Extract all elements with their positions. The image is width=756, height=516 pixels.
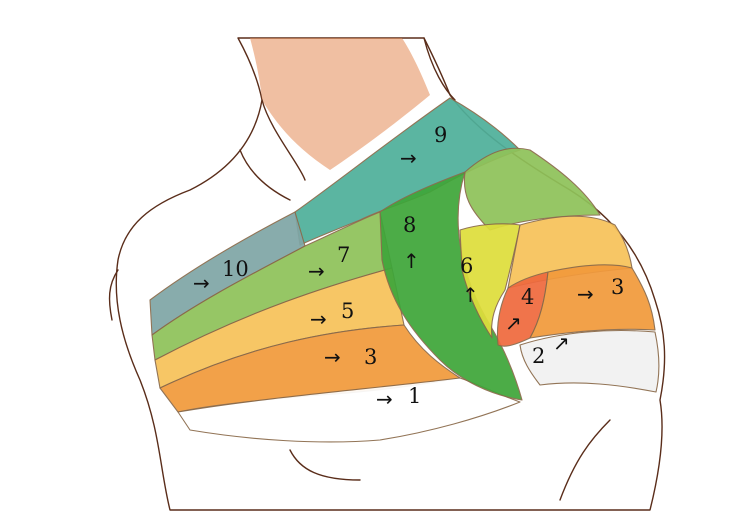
band-1 [177,377,521,443]
label-6: 6 [460,254,473,278]
label-1: 1 [408,384,421,408]
label-10: 10 [222,257,249,281]
label-4: 4 [521,285,534,309]
band-2 [519,329,660,393]
arrow-9: → [400,146,417,170]
arrow-4: ↗ [505,311,522,335]
collar-line [239,149,291,201]
arrow-3-chest: → [324,345,341,369]
arrow-7: → [308,259,325,283]
arrow-10: → [193,271,210,295]
chest-line [289,449,361,481]
neck-shadow [250,38,430,170]
band-cap [463,147,601,231]
band-6 [459,223,521,339]
arrow-3-arm: → [577,282,594,306]
label-3-chest: 3 [364,345,377,369]
band-labels: → 9 → 10 → 7 → 5 → 3 → 1 8 ↑ 6 ↑ 4 ↗ → 3… [193,123,624,411]
label-9: 9 [434,123,447,147]
label-8: 8 [403,213,416,237]
arrow-2: ↗ [553,331,570,355]
band-8 [379,171,523,401]
label-7: 7 [337,243,350,267]
arm-line [559,419,611,501]
arrow-6: ↑ [462,283,479,307]
left-edge-line [108,269,119,321]
arrow-1: → [376,387,393,411]
neck-line-left [261,99,306,181]
band-3-arm [529,264,656,339]
neck-line-right [423,37,456,101]
label-3-arm: 3 [611,275,624,299]
label-2: 2 [532,344,545,368]
tape-bands [149,97,660,443]
arrow-5: → [310,307,327,331]
arrow-8: ↑ [403,249,420,273]
label-5: 5 [341,299,354,323]
